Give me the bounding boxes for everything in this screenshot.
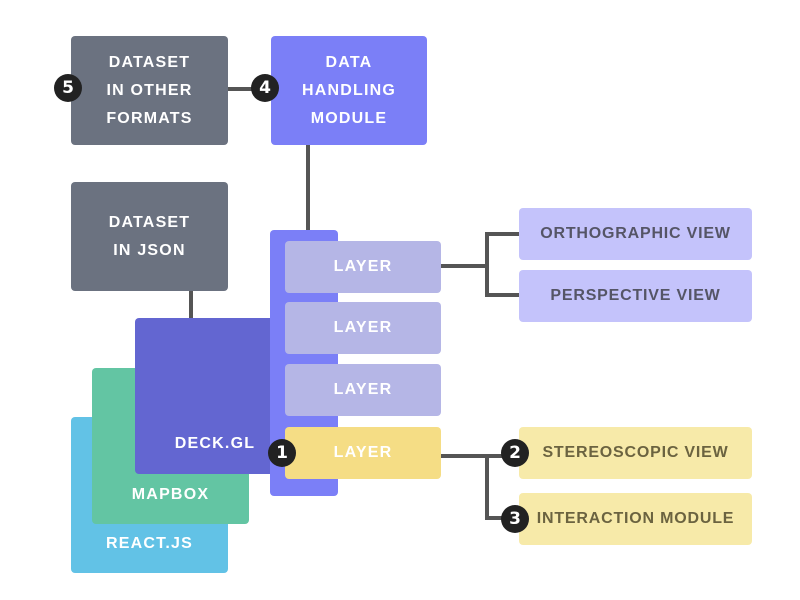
dataset-other-formats-label: DATASET IN OTHER FORMATS bbox=[106, 53, 193, 127]
dataset-json-box: DATASET IN JSON bbox=[71, 182, 228, 291]
dataset-other-formats-box: DATASET IN OTHER FORMATS bbox=[71, 36, 228, 145]
mapbox-label: MAPBOX bbox=[131, 486, 210, 503]
perspective-view-box: PERSPECTIVE VIEW bbox=[519, 270, 752, 322]
step-badge-1: 1 bbox=[268, 439, 296, 467]
layer-box-active: LAYER bbox=[285, 427, 441, 479]
layer-label: LAYER bbox=[333, 258, 393, 275]
connector-active-layer-to-modules bbox=[439, 454, 514, 520]
layer-box-2: LAYER bbox=[285, 302, 441, 354]
perspective-view-label: PERSPECTIVE VIEW bbox=[550, 287, 721, 304]
interaction-module-label: INTERACTION MODULE bbox=[536, 510, 735, 527]
layer-box-1: LAYER bbox=[285, 241, 441, 293]
data-handling-module-box: DATA HANDLING MODULE bbox=[271, 36, 427, 145]
stereoscopic-view-box: STEREOSCOPIC VIEW bbox=[519, 427, 752, 479]
layer-label: LAYER bbox=[333, 381, 393, 398]
orthographic-view-box: ORTHOGRAPHIC VIEW bbox=[519, 208, 752, 260]
orthographic-view-label: ORTHOGRAPHIC VIEW bbox=[540, 225, 731, 242]
step-badge-5: 5 bbox=[54, 74, 82, 102]
layer-box-3: LAYER bbox=[285, 364, 441, 416]
step-badge-2: 2 bbox=[501, 439, 529, 467]
layer-label: LAYER bbox=[333, 444, 393, 461]
react-js-label: REACT.JS bbox=[106, 535, 193, 552]
connector-layer-to-views bbox=[439, 232, 521, 297]
interaction-module-box: INTERACTION MODULE bbox=[519, 493, 752, 545]
stereoscopic-view-label: STEREOSCOPIC VIEW bbox=[542, 444, 729, 461]
step-badge-4: 4 bbox=[251, 74, 279, 102]
data-handling-module-label: DATA HANDLING MODULE bbox=[301, 53, 397, 127]
layer-label: LAYER bbox=[333, 319, 393, 336]
step-badge-3: 3 bbox=[501, 505, 529, 533]
deck-gl-label: DECK.GL bbox=[174, 435, 256, 452]
dataset-json-label: DATASET IN JSON bbox=[108, 213, 191, 259]
